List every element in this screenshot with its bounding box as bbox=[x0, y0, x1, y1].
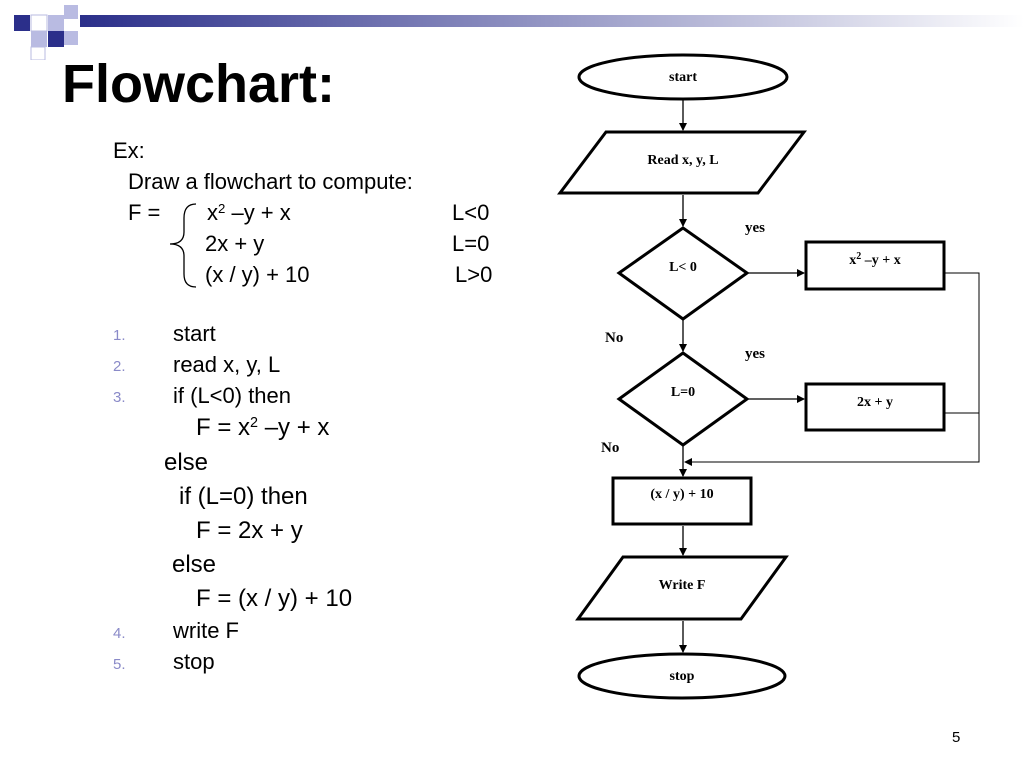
decor-square bbox=[30, 46, 46, 60]
flow-start-label: start bbox=[669, 70, 697, 85]
case-expr-3: (x / y) + 10 bbox=[205, 262, 310, 287]
flow-stop-terminal: stop bbox=[577, 652, 787, 700]
flow-no-label: No bbox=[605, 330, 623, 346]
flow-process-2x-plus-y: 2x + y bbox=[804, 382, 946, 432]
flow-write-label: Write F bbox=[659, 578, 706, 593]
flow-decision1-label: L< 0 bbox=[669, 260, 697, 275]
flow-start-terminal: start bbox=[577, 53, 789, 101]
case-cond-3: L>0 bbox=[455, 262, 493, 287]
case-expr-2: 2x + y bbox=[205, 231, 265, 256]
decor-square bbox=[31, 31, 47, 47]
f-label: F = bbox=[128, 200, 161, 225]
list-number: 3. bbox=[113, 389, 126, 406]
decor-square bbox=[14, 15, 30, 31]
flow-yes-label: yes bbox=[745, 220, 765, 236]
header-decoration bbox=[14, 5, 1024, 60]
decor-square bbox=[48, 31, 64, 47]
flow-decision2-label: L=0 bbox=[671, 385, 695, 400]
algo-line-f1: F = x2 –y + x bbox=[196, 414, 330, 441]
algo-step-stop: stop bbox=[173, 649, 215, 674]
flow-stop-label: stop bbox=[670, 669, 695, 684]
flow-read-label: Read x, y, L bbox=[647, 153, 718, 168]
flow-write-output: Write F bbox=[575, 555, 789, 621]
algo-step-read: read x, y, L bbox=[173, 352, 281, 377]
algo-else-1: else bbox=[164, 449, 209, 476]
algo-line-f2: F = 2x + y bbox=[196, 517, 303, 544]
decor-square bbox=[48, 15, 64, 31]
decor-square bbox=[64, 5, 78, 19]
case-expr-1: x2 –y + x bbox=[207, 200, 291, 225]
flow-process2-label: 2x + y bbox=[857, 395, 893, 410]
flow-decision-l-equals-0: L=0 bbox=[616, 351, 750, 447]
flow-connector bbox=[684, 272, 980, 466]
example-label: Ex: bbox=[113, 138, 145, 163]
case-cond-2: L=0 bbox=[452, 231, 490, 256]
flow-decision-l-less-0: L< 0 bbox=[616, 226, 750, 321]
flow-yes-label: yes bbox=[745, 346, 765, 362]
list-number: 5. bbox=[113, 656, 126, 673]
algo-line-f3: F = (x / y) + 10 bbox=[196, 585, 353, 612]
flow-process3-label: (x / y) + 10 bbox=[650, 487, 713, 502]
list-number: 2. bbox=[113, 358, 126, 375]
flow-process-x-div-y: (x / y) + 10 bbox=[611, 476, 753, 526]
page-number: 5 bbox=[952, 729, 961, 746]
algo-step-write: write F bbox=[173, 618, 239, 643]
list-number: 4. bbox=[113, 625, 126, 642]
flow-process-x2: x2 –y + x bbox=[804, 240, 946, 291]
example-instruction: Draw a flowchart to compute: bbox=[128, 169, 413, 194]
decor-square bbox=[14, 31, 30, 47]
flow-read-input: Read x, y, L bbox=[556, 130, 808, 195]
case-cond-1: L<0 bbox=[452, 200, 490, 225]
algo-step-start: start bbox=[173, 321, 216, 346]
list-number: 1. bbox=[113, 327, 126, 344]
decor-square bbox=[64, 31, 78, 45]
slide-title: Flowchart: bbox=[62, 54, 336, 114]
header-gradient-bar bbox=[80, 15, 1024, 27]
algo-else-2: else bbox=[172, 551, 217, 578]
algo-if-2: if (L=0) then bbox=[179, 483, 308, 510]
algo-step-if: if (L<0) then bbox=[173, 383, 292, 408]
flow-process1-label: x2 –y + x bbox=[849, 251, 900, 268]
flow-no-label: No bbox=[601, 440, 619, 456]
